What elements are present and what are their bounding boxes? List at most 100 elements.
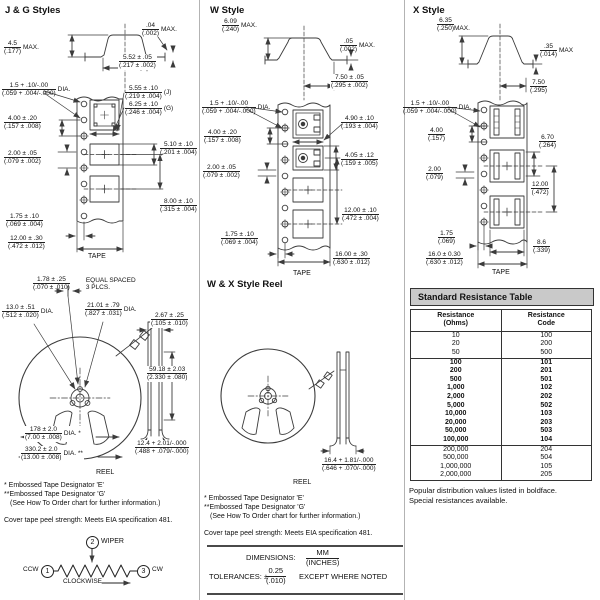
dim-jg-5918: 59.18 ± 2.03(2.330 ± .080): [146, 366, 189, 382]
schematic-drawing: [52, 548, 138, 586]
dim-jg-1200: 12.00 ± .30(.472 ± .012): [8, 235, 45, 251]
wx-reel-label: REEL: [293, 479, 312, 486]
dim-x-200: 2.00(.079): [426, 166, 443, 182]
dim-jg-130dia: 13.0 ± .51(.512 ± .020)DIA.: [2, 304, 54, 320]
dim-w-dia: 1.5 + .10/-.00(.059 + .004/-.000)DIA.: [202, 100, 271, 116]
w-tape-drawing: [245, 102, 343, 267]
wx-reel-heading: W & X Style Reel: [207, 279, 283, 290]
schematic-wiper-terminal: 2: [86, 536, 99, 549]
resistance-ohms-header: Resistance(Ohms): [410, 309, 502, 332]
w-note-e: * Embossed Tape Designator 'E': [204, 495, 304, 502]
resistance-table-title: Standard Resistance Table: [410, 288, 594, 306]
dim-jg-400: 4.00 ± .20(.157 ± .008): [4, 115, 41, 131]
x-profile-drawing: [458, 23, 543, 101]
dim-jg-510: 5.10 ± .10(.201 ± .004): [160, 141, 197, 157]
dim-jg-dia: 1.5 + .10/-.00(.059 + .004/-.000)DIA.: [2, 82, 71, 98]
dim-w-400: 4.00 ± .20(.157 ± .008): [204, 129, 241, 145]
w-style-heading: W Style: [210, 5, 245, 16]
dim-jg-800: 8.00 ± .10(.315 ± .004): [160, 198, 197, 214]
dim-jg-04: .04(.002)MAX.: [142, 22, 177, 38]
dim-w-609: 6.09(.240)MAX.: [222, 18, 257, 34]
w-note-see: (See How To Order chart for further info…: [210, 513, 361, 520]
dimensions-label: DIMENSIONS:: [246, 553, 296, 562]
column-divider-1: [199, 0, 200, 600]
dim-jg-625: 6.25 ± .10(.246 ± .004)(G): [125, 101, 174, 117]
jg-styles-heading: J & G Styles: [5, 5, 61, 16]
dim-w-175: 1.75 ± .10(.069 ± .004): [221, 231, 258, 247]
schematic-terminal-1: 1: [41, 565, 54, 578]
jg-note-cover: Cover tape peel strength: Meets EIA spec…: [4, 517, 173, 524]
dim-w-1200: 12.00 ± .10(.472 ± .004): [341, 207, 380, 223]
dim-jg-552: 5.52 ± .05(.217 ± .002): [118, 54, 157, 70]
dim-jg-267: 2.67 ± .25(.105 ± .010): [150, 312, 189, 328]
w-tape-label: TAPE: [293, 270, 311, 277]
dim-x-dia: 1.5 + .10/-.00(.059 + .004/-.000)DIA.: [403, 100, 472, 116]
wx-reel-drawing: [220, 348, 365, 455]
dim-jg-178reel: 178 ± 2.0(7.00 ± .008)DIA. *: [24, 426, 82, 442]
dimbox-rule-bottom: [207, 593, 403, 595]
dim-w-405: 4.05 ± .12(.159 ± .005): [341, 152, 378, 168]
dim-jg-2101dia: 21.01 ± .79(.827 ± .031)DIA.: [85, 302, 137, 318]
dim-jg-45: 4.5(.177)MAX.: [4, 40, 39, 56]
dim-jg-175: 1.75 ± .10(.069 ± .004): [6, 213, 43, 229]
dim-w-164: 16.4 + 1.81/-.000(.646 + .070/-.000): [321, 457, 377, 473]
jg-tape-drawing: [43, 90, 164, 253]
dim-w-750: 7.50 ± .05(.295 ± .002): [330, 74, 369, 90]
table-footnote-2: Special resistances available.: [409, 496, 508, 505]
dim-x-400: 4.00(.157): [428, 127, 445, 143]
schematic-wiper-label: WIPER: [101, 538, 124, 545]
dim-w-1600: 16.00 ± .30(.630 ± .012): [333, 251, 370, 267]
jg-note-e: * Embossed Tape Designator 'E': [4, 482, 104, 489]
table-footnote-1: Popular distribution values listed in bo…: [409, 486, 558, 495]
tolerances-label: TOLERANCES: ±: [209, 572, 268, 581]
schematic-terminal-3: 3: [137, 565, 150, 578]
dim-x-175: 1.75(.069): [438, 230, 455, 246]
dim-x-635: 6.35(.250)MAX.: [437, 17, 470, 33]
dim-w-200: 2.00 ± .05(.079 ± .002): [203, 164, 240, 180]
schematic-clockwise-label: CLOCKWISE: [63, 578, 103, 585]
dim-w-490: 4.90 ± .10(.193 ± .004): [341, 115, 378, 131]
x-style-heading: X Style: [413, 5, 445, 16]
schematic-ccw-label: CCW: [23, 566, 39, 573]
w-profile-drawing: [263, 25, 359, 101]
dim-jg-200: 2.00 ± .05(.079 ± .002): [4, 150, 41, 166]
dim-x-750: 7.50(.295): [529, 79, 548, 95]
tolerances-value: 0.25(.010): [266, 566, 286, 585]
dim-jg-555: 5.55 ± .10(.219 ± .004)(J): [125, 85, 172, 101]
dimensions-units: MM(INCHES): [306, 548, 340, 567]
x-tape-drawing: [447, 100, 558, 269]
column-divider-2: [404, 0, 405, 600]
dim-jg-124: 12.4 + 2.01/-.000(.488 + .079/-.000): [134, 440, 190, 456]
dimbox-rule-top: [207, 545, 403, 547]
jg-note-g: **Embossed Tape Designator 'G': [4, 491, 106, 498]
w-note-cover: Cover tape peel strength: Meets EIA spec…: [204, 530, 373, 537]
dim-x-160: 16.0 ± 0.30(.630 ± .012): [426, 251, 463, 267]
dim-x-35: .35(.014)MAX: [540, 43, 574, 59]
jg-tape-label: TAPE: [88, 253, 106, 260]
schematic-cw-label: CW: [152, 566, 163, 573]
dim-x-1200: 12.00(.472): [530, 181, 551, 197]
dim-jg-3302: 330.2 ± 2.0(13.00 ± .008)DIA. **: [20, 446, 84, 462]
w-note-g: **Embossed Tape Designator 'G': [204, 504, 306, 511]
x-tape-label: TAPE: [492, 269, 510, 276]
